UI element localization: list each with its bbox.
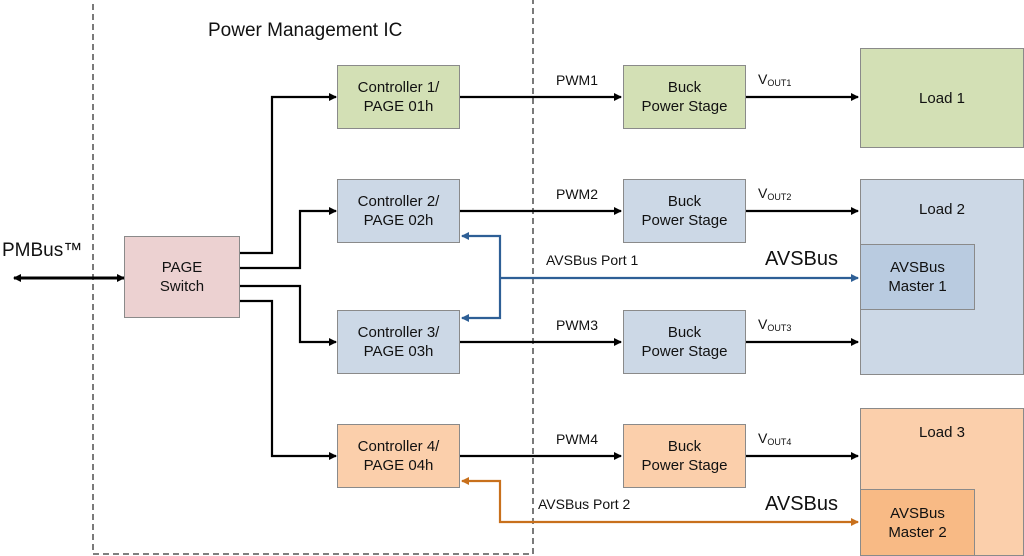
pwm3-label: PWM3 [556, 317, 598, 333]
page-switch-line1: PAGE [161, 259, 203, 276]
pmbus-label: PMBus™ [2, 240, 83, 261]
avsbus-master-1-block: AVSBus Master 1 [860, 244, 975, 310]
controller-4-page: PAGE 04h [363, 457, 434, 474]
buck-4-line1: Buck [667, 438, 702, 455]
avsbus-port1-to-ctrl2 [461, 232, 502, 278]
buck-2-line1: Buck [667, 193, 702, 210]
controller-2-block: Controller 2/ PAGE 02h [337, 179, 460, 243]
load-3-label: Load 3 [919, 424, 965, 441]
controller-1-page: PAGE 01h [363, 98, 434, 115]
buck-4-line2: Power Stage [641, 457, 728, 474]
switch-to-ctrl1 [240, 93, 337, 255]
buck-1-line1: Buck [667, 79, 702, 96]
vout3-label: VOUT3 [758, 316, 792, 333]
controller-1-name: Controller 1/ [357, 79, 440, 96]
switch-to-ctrl4 [240, 299, 337, 460]
avsbus-port-2-label: AVSBus Port 2 [538, 496, 631, 512]
controller-3-name: Controller 3/ [357, 324, 440, 341]
buck-stage-3: Buck Power Stage [623, 310, 746, 374]
page-switch-block: PAGE Switch [124, 236, 240, 318]
avsbus-port2-link [461, 477, 859, 526]
controller-4-name: Controller 4/ [357, 438, 440, 455]
avsbus-master-1-line1: AVSBus [890, 259, 945, 276]
avsbus-label-2: AVSBus [765, 493, 838, 515]
load-2-label: Load 2 [919, 201, 965, 218]
controller-3-page: PAGE 03h [363, 343, 434, 360]
load-1-label: Load 1 [919, 89, 965, 107]
buck-stage-2: Buck Power Stage [623, 179, 746, 243]
avsbus-master-2-line1: AVSBus [890, 504, 945, 522]
controller-4-block: Controller 4/ PAGE 04h [337, 424, 460, 488]
buck-1-line2: Power Stage [641, 98, 728, 115]
controller-1-block: Controller 1/ PAGE 01h [337, 65, 460, 129]
load-1-block: Load 1 [860, 48, 1024, 148]
avsbus-port-1-label: AVSBus Port 1 [546, 252, 639, 268]
avsbus-port1-to-ctrl3 [461, 278, 502, 322]
buck-3-line1: Buck [667, 324, 702, 341]
switch-to-ctrl3 [240, 284, 337, 346]
controller-2-name: Controller 2/ [357, 193, 440, 210]
avsbus-master-2-line2: Master 2 [888, 523, 947, 541]
buck-3-line2: Power Stage [641, 343, 728, 360]
page-switch-line2: Switch [159, 278, 205, 295]
vout1-label: VOUT1 [758, 71, 792, 88]
buck-2-line2: Power Stage [641, 212, 728, 229]
ic-title: Power Management IC [208, 20, 403, 41]
avsbus-master-1-line2: Master 1 [888, 278, 947, 295]
switch-to-ctrl2 [240, 207, 337, 270]
controller-3-block: Controller 3/ PAGE 03h [337, 310, 460, 374]
vout4-label: VOUT4 [758, 430, 792, 447]
pwm2-label: PWM2 [556, 186, 598, 202]
controller-2-page: PAGE 02h [363, 212, 434, 229]
avsbus-label-1: AVSBus [765, 248, 838, 270]
pwm1-label: PWM1 [556, 72, 598, 88]
avsbus-master-2-block: AVSBus Master 2 [860, 489, 975, 556]
vout2-label: VOUT2 [758, 185, 792, 202]
buck-stage-1: Buck Power Stage [623, 65, 746, 129]
buck-stage-4: Buck Power Stage [623, 424, 746, 488]
pwm4-label: PWM4 [556, 431, 598, 447]
